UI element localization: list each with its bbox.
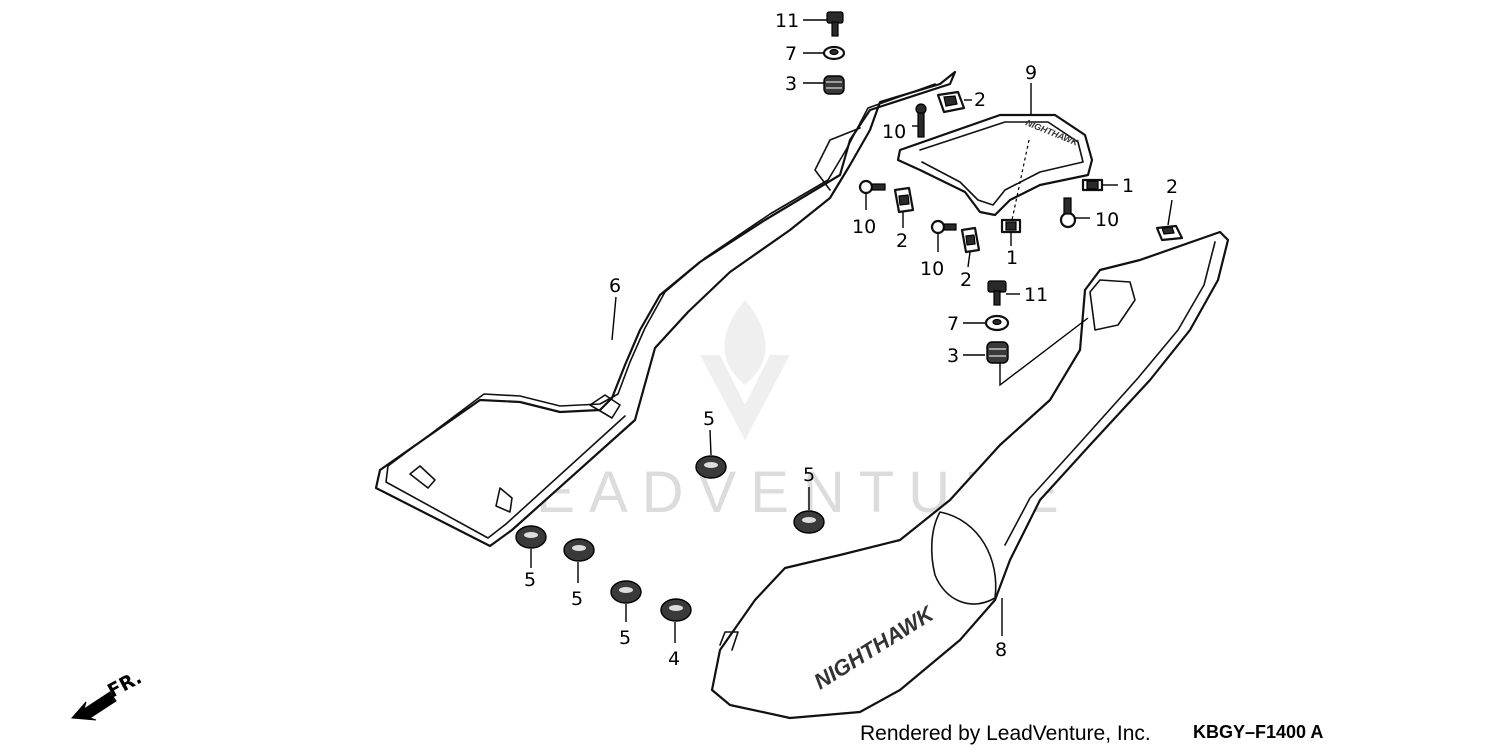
callout-2: 2 xyxy=(974,89,986,111)
nut-1-b xyxy=(1000,218,1022,234)
callout-11: 11 xyxy=(775,10,799,32)
bolt-11-lower xyxy=(987,280,1007,306)
callout-6: 6 xyxy=(609,275,621,297)
arrow-icon xyxy=(70,691,117,721)
screw-10-c xyxy=(930,219,957,235)
washer-7-lower xyxy=(984,314,1010,332)
clip-2-b xyxy=(893,186,915,214)
callout-8: 8 xyxy=(995,639,1007,661)
callout-2: 2 xyxy=(960,269,972,291)
callout-3: 3 xyxy=(947,345,959,367)
damper-3-upper xyxy=(823,75,845,95)
callout-1: 1 xyxy=(1122,175,1134,197)
callout-11: 11 xyxy=(1024,284,1048,306)
callout-2: 2 xyxy=(896,230,908,252)
callout-5: 5 xyxy=(524,569,536,591)
screw-10-d xyxy=(1059,197,1077,229)
callout-2: 2 xyxy=(1166,176,1178,198)
damper-3-lower xyxy=(986,341,1009,364)
clip-2-c xyxy=(960,226,981,254)
nut-1-a xyxy=(1081,178,1104,192)
washer-7-upper xyxy=(822,45,846,61)
grommet-4 xyxy=(660,598,692,622)
callout-5: 5 xyxy=(619,627,631,649)
callout-10: 10 xyxy=(920,258,944,280)
grommet-5-e xyxy=(610,580,642,604)
callout-9: 9 xyxy=(1025,62,1037,84)
part-6-inner-cover xyxy=(374,70,957,548)
callout-10: 10 xyxy=(882,121,906,143)
callout-labels: 11 7 3 2 10 9 10 2 10 2 1 1 10 2 6 11 7 … xyxy=(524,10,1178,670)
watermark-logo xyxy=(700,300,790,440)
front-direction-arrow: FR. xyxy=(70,666,145,721)
clip-2-d xyxy=(1155,224,1184,242)
grommet-5-b xyxy=(793,510,825,534)
screw-10-a xyxy=(915,103,927,138)
grommet-5-a xyxy=(695,455,727,479)
grommet-5-c xyxy=(515,525,547,549)
callout-3: 3 xyxy=(785,73,797,95)
screw-10-b xyxy=(858,179,886,195)
callout-5: 5 xyxy=(571,588,583,610)
part-9-center-cowl: NIGHTHAWK xyxy=(896,113,1094,217)
callout-5: 5 xyxy=(703,408,715,430)
grommet-5-d xyxy=(563,538,595,562)
clip-2-a xyxy=(936,90,966,114)
callout-4: 4 xyxy=(668,648,680,670)
callout-7: 7 xyxy=(947,313,959,335)
callout-5: 5 xyxy=(803,464,815,486)
callout-10: 10 xyxy=(1095,209,1119,231)
bolt-11-upper xyxy=(826,11,844,37)
diagram-code: KBGY–F1400 A xyxy=(1193,722,1323,742)
part-8-side-cover: NIGHTHAWK xyxy=(710,230,1230,720)
callout-1: 1 xyxy=(1006,247,1018,269)
callout-7: 7 xyxy=(785,43,797,65)
render-credit: Rendered by LeadVenture, Inc. xyxy=(860,722,1151,745)
callout-10: 10 xyxy=(852,216,876,238)
leader-lines xyxy=(530,19,1173,643)
